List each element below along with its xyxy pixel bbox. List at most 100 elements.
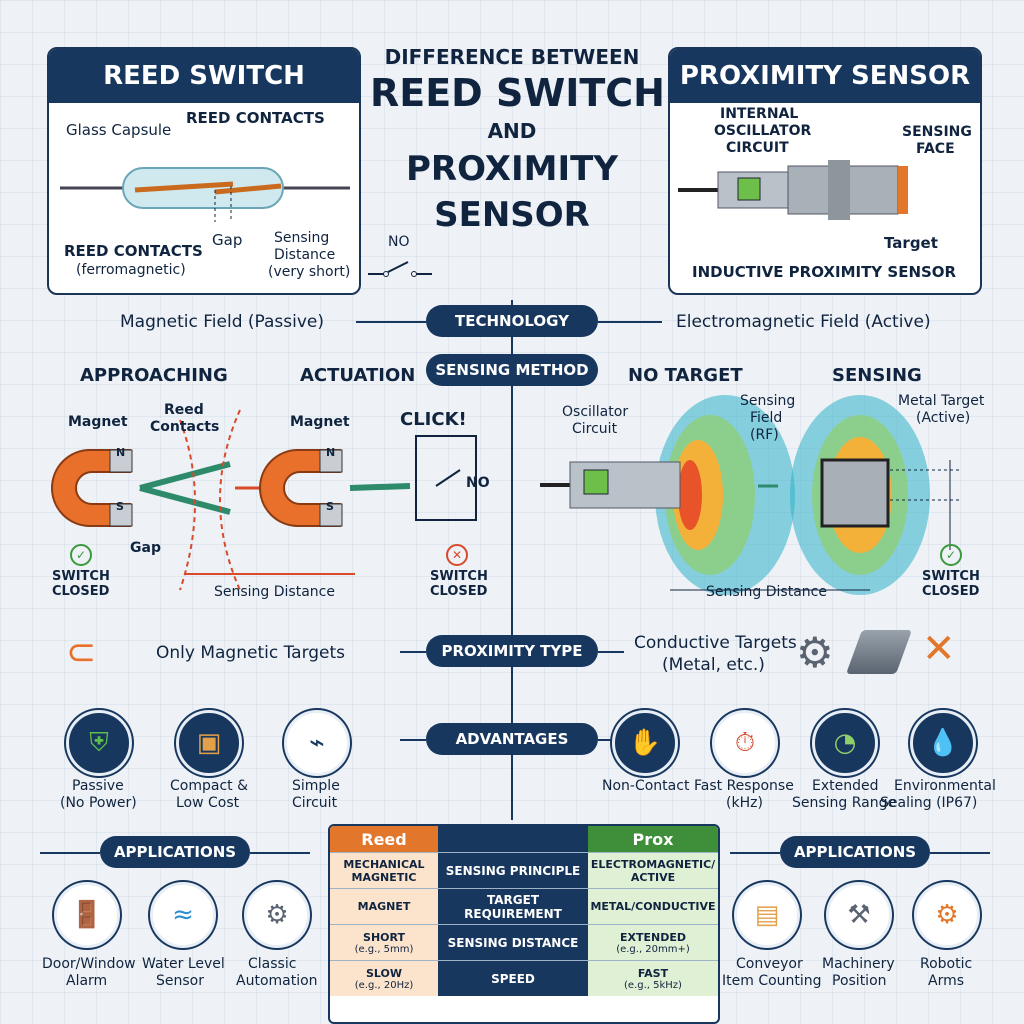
adv-right-1-l1: Non-Contact: [602, 778, 690, 794]
oscillator-label: OSCILLATOR: [714, 123, 812, 139]
tools-icon: ✕: [922, 626, 956, 672]
gear-icon: ⚙: [796, 628, 834, 677]
n-label-1: N: [116, 446, 126, 459]
conveyor-icon: ▤: [734, 882, 800, 948]
door-icon: 🚪: [54, 882, 120, 948]
water-drop-icon: 💧: [910, 710, 976, 776]
reed-distance-label: Distance: [274, 247, 336, 263]
circuit-label: CIRCUIT: [726, 140, 789, 156]
applications-left-tail: [40, 852, 100, 854]
glass-capsule-label: Glass Capsule: [66, 121, 172, 139]
applications-left-arrow: [250, 852, 310, 854]
advantages-left-arrow: [400, 739, 426, 741]
advantages-pill: ADVANTAGES: [426, 723, 598, 755]
applications-right-arrow: [730, 852, 780, 854]
app-right-3-l1: Robotic: [920, 956, 973, 972]
reed-contacts-top-label: REED CONTACTS: [186, 109, 325, 127]
actuation-label: ACTUATION: [300, 365, 416, 386]
closed-label-1: CLOSED: [52, 584, 110, 599]
circuit-icon: ⌁: [284, 710, 350, 776]
sensing-field-label-3: (RF): [750, 427, 779, 443]
reed-sensing-label: Sensing: [274, 230, 330, 246]
cell-text: FAST: [637, 966, 669, 980]
magnet-label-1: Magnet: [68, 414, 128, 430]
adv-right-3-l2: Sensing Range: [792, 795, 897, 811]
cell-subtext: (e.g., 20mm+): [616, 943, 690, 955]
technology-left: Magnetic Field (Passive): [120, 312, 325, 332]
title-line4: PROXIMITY: [406, 149, 618, 189]
no-switch-symbol: [368, 261, 432, 277]
closed-label-3: CLOSED: [922, 584, 980, 599]
stopwatch-icon: ⏱: [712, 710, 778, 776]
applications-right-pill: APPLICATIONS: [780, 836, 930, 868]
prox-sensing-distance: Sensing Distance: [706, 584, 827, 600]
table-cell-prox: FAST(e.g., 5kHz): [588, 961, 718, 996]
adv-right-2-l1: Fast Response: [694, 778, 794, 794]
table-head-prox: Prox: [588, 826, 718, 852]
prox-target-label: Target: [884, 234, 938, 252]
metal-target-label: Metal Target: [898, 393, 985, 409]
technology-right-arrow: [598, 321, 662, 323]
table-header-row: Reed Prox: [330, 826, 718, 852]
closed-label-2: CLOSED: [430, 584, 488, 599]
table-head-reed: Reed: [330, 826, 438, 852]
technology-right: Electromagnetic Field (Active): [676, 312, 931, 332]
prox-sensing-illustration: [540, 395, 960, 595]
title-line2: REED SWITCH: [370, 71, 665, 115]
proximity-type-right-2: (Metal, etc.): [662, 655, 765, 675]
box-icon: ▣: [176, 710, 242, 776]
reed-gap-label: Gap: [212, 231, 243, 249]
s-label-1: S: [116, 500, 124, 513]
adv-right-4-l2: Sealing (IP67): [880, 795, 978, 811]
app-right-1-l2: Item Counting: [722, 973, 822, 989]
proximity-type-left-arrow: [400, 651, 426, 653]
sensing-field-label-1: Sensing: [740, 393, 796, 409]
adv-left-1-l1: Passive: [72, 778, 124, 794]
table-cell-label: SENSING DISTANCE: [438, 925, 588, 960]
table-cell-label: SPEED: [438, 961, 588, 996]
table-row: SHORT(e.g., 5mm) SENSING DISTANCE EXTEND…: [330, 924, 718, 960]
oscillator-label-2: Oscillator: [562, 404, 629, 420]
app-left-3-l1: Classic: [248, 956, 297, 972]
table-cell-prox: EXTENDED(e.g., 20mm+): [588, 925, 718, 960]
reed-no-label: NO: [388, 234, 410, 250]
water-level-icon: ≈: [150, 882, 216, 948]
n-label-2: N: [326, 446, 336, 459]
sensing-field-label-2: Field: [750, 410, 783, 426]
internal-label: INTERNAL: [720, 106, 799, 122]
reed-switch-header: REED SWITCH: [49, 49, 359, 103]
reed-sensing-distance: Sensing Distance: [214, 584, 335, 600]
hand-icon: ✋: [612, 710, 678, 776]
magnet-icon: ⊂: [66, 632, 97, 673]
proximity-type-left: Only Magnetic Targets: [156, 643, 346, 663]
cell-subtext: (e.g., 5mm): [354, 943, 414, 955]
adv-left-3-l2: Circuit: [292, 795, 338, 811]
no-target-label: NO TARGET: [628, 365, 743, 386]
app-right-2-l2: Position: [832, 973, 887, 989]
cell-text: METAL/CONDUCTIVE: [590, 900, 716, 913]
click-label: CLICK!: [400, 409, 467, 430]
table-cell-prox: ELECTROMAGNETIC/ACTIVE: [588, 853, 718, 888]
table-cell-prox: METAL/CONDUCTIVE: [588, 889, 718, 924]
reed-contacts-bottom-label: REED CONTACTS: [64, 242, 203, 260]
app-left-2-l1: Water Level: [142, 956, 225, 972]
prox-sensor-illustration: [678, 160, 908, 220]
no-contact-label: NO: [466, 475, 490, 491]
sensing-method-pill: SENSING METHOD: [426, 354, 598, 386]
reed-capsule-illustration: [60, 167, 350, 222]
technology-pill: TECHNOLOGY: [426, 305, 598, 337]
automation-gear-icon: ⚙: [244, 882, 310, 948]
cell-text: MECHANICAL: [343, 857, 425, 871]
proximity-type-right-arrow: [598, 651, 624, 653]
circuit-label-2: Circuit: [572, 421, 618, 437]
adv-left-2-l1: Compact &: [170, 778, 248, 794]
proximity-type-right-1: Conductive Targets: [634, 633, 797, 653]
title-line5: SENSOR: [434, 195, 590, 235]
app-left-3-l2: Automation: [236, 973, 318, 989]
proximity-type-pill: PROXIMITY TYPE: [426, 635, 598, 667]
reed-label: Reed: [164, 402, 204, 418]
adv-left-2-l2: Low Cost: [176, 795, 240, 811]
